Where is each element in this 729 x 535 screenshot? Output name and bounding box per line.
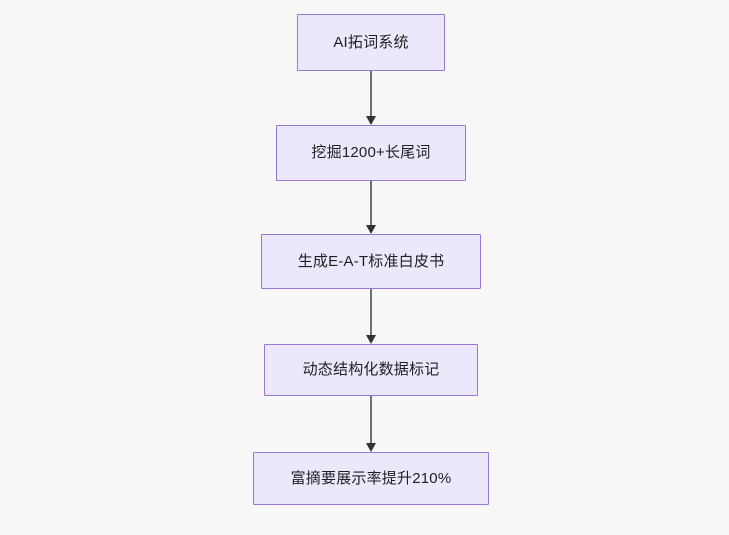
arrowhead-down-icon bbox=[366, 335, 376, 344]
flow-edge-1-2 bbox=[366, 71, 376, 125]
flow-node-4[interactable]: 动态结构化数据标记 bbox=[264, 344, 478, 396]
flow-node-1-label: AI拓词系统 bbox=[333, 33, 409, 51]
flow-edge-1-2-line bbox=[370, 71, 372, 117]
flow-node-2-label: 挖掘1200+长尾词 bbox=[311, 144, 431, 161]
flow-edge-4-5 bbox=[366, 396, 376, 452]
arrowhead-down-icon bbox=[366, 225, 376, 234]
arrowhead-down-icon bbox=[366, 116, 376, 125]
flow-node-3-label: 生成E-A-T标准白皮书 bbox=[297, 252, 445, 270]
flow-edge-3-4 bbox=[366, 289, 376, 344]
flow-edge-2-3 bbox=[366, 181, 376, 234]
flow-node-2[interactable]: 挖掘1200+长尾词 bbox=[276, 125, 466, 181]
flow-edge-3-4-line bbox=[370, 289, 372, 336]
arrowhead-down-icon bbox=[366, 443, 376, 452]
flow-edge-4-5-line bbox=[370, 396, 372, 444]
flow-edge-2-3-line bbox=[370, 181, 372, 226]
flow-node-5-label: 富摘要展示率提升210% bbox=[290, 469, 452, 487]
flow-node-5[interactable]: 富摘要展示率提升210% bbox=[253, 452, 489, 505]
flow-node-4-label: 动态结构化数据标记 bbox=[302, 361, 440, 378]
flow-node-1[interactable]: AI拓词系统 bbox=[297, 14, 445, 71]
flow-node-3[interactable]: 生成E-A-T标准白皮书 bbox=[261, 234, 481, 289]
